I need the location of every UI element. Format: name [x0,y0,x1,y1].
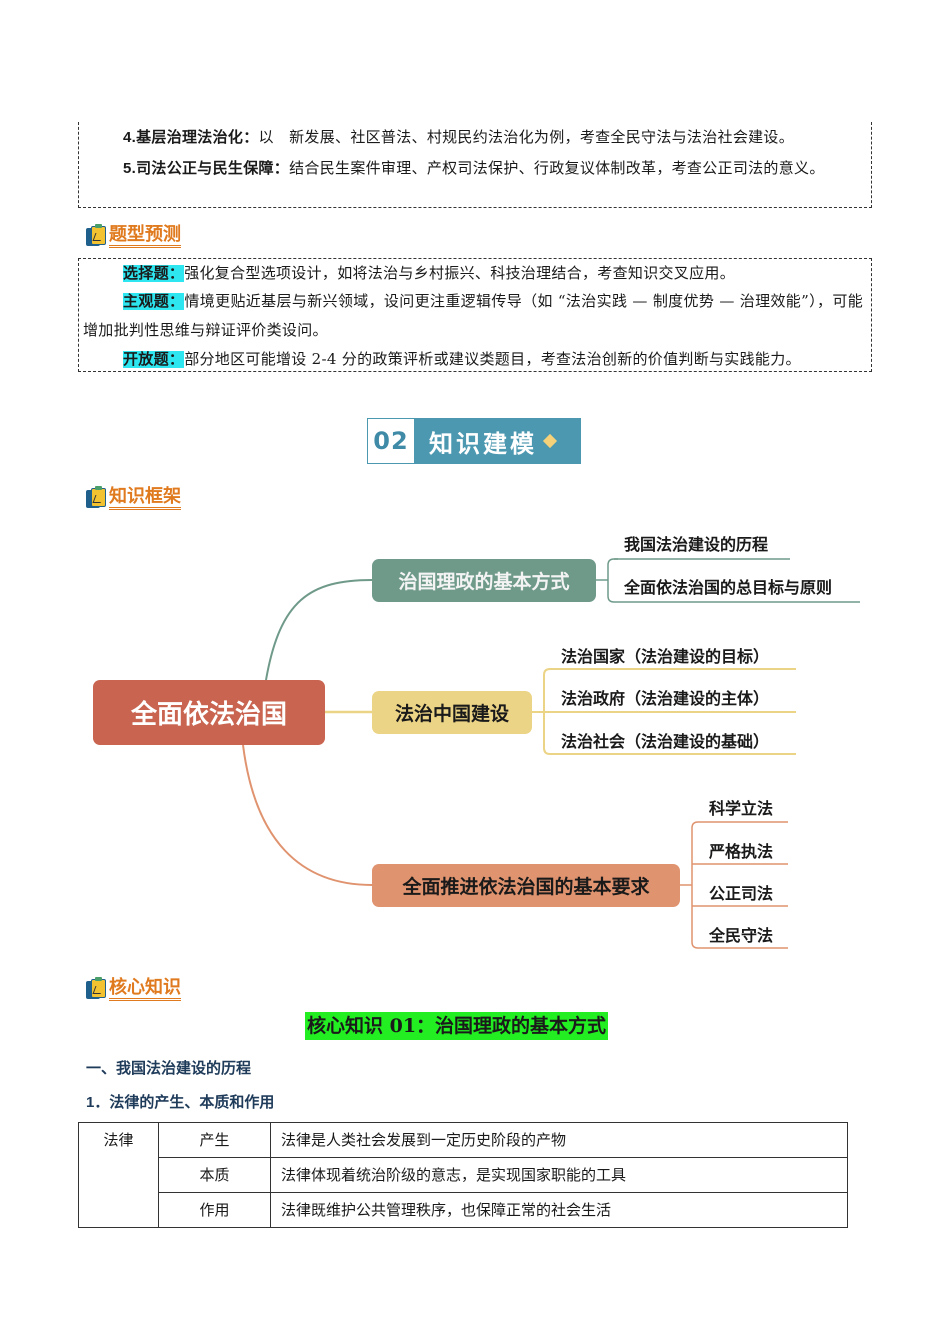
mindmap-leaf: 法治政府（法治建设的主体） [561,689,770,708]
exam-focus-box: 4.基层治理法治化：以 新发展、社区普法、村规民约法治化为例，考查全民守法与法治… [78,122,872,208]
section-title: 知识框架 [109,485,181,510]
mindmap-leaf: 全民守法 [709,926,774,945]
table-row: 作用 法律既维护公共管理秩序，也保障正常的社会生活 [79,1192,848,1228]
section-heading-prediction: 题型预测 [86,220,181,248]
section-title: 核心知识 [109,976,181,1001]
clipboard-icon [86,977,108,1001]
mindmap-leaf: 全面依法治国的总目标与原则 [624,578,833,597]
core-knowledge-heading: 核心知识 01：治国理政的基本方式 [305,1012,609,1040]
mindmap-leaf: 法治国家（法治建设的目标） [561,647,770,666]
mindmap-root: 全面依法治国 [93,680,325,745]
clipboard-icon [86,486,108,510]
prediction-item-subjective: 主观题：情境更贴近基层与新兴领域，设问更注重逻辑传导（如 “法治实践 — 制度优… [83,292,864,339]
mindmap-leaf: 我国法治建设的历程 [624,535,769,554]
mindmap-connectors [242,558,860,949]
prediction-box: 选择题：强化复合型选项设计，如将法治与乡村振兴、科技治理结合，考查知识交叉应用。… [78,258,872,372]
table-desc-cell: 法律体现着统治阶级的意志，是实现国家职能的工具 [270,1157,848,1193]
subheading-2: 1．法律的产生、本质和作用 [86,1094,275,1111]
mindmap-leaf: 法治社会（法治建设的基础） [561,732,770,751]
section-heading-framework: 知识框架 [86,482,181,510]
table-aspect-cell: 产生 [158,1122,271,1158]
section-banner: 02 知识建模 [367,418,581,464]
table-desc-cell: 法律是人类社会发展到一定历史阶段的产物 [270,1122,848,1158]
table-subject-cell: 法律 [78,1122,159,1228]
mindmap-leaf: 公正司法 [709,884,774,903]
section-title: 题型预测 [109,223,181,248]
table-aspect-cell: 本质 [158,1157,271,1193]
table-row: 法律 产生 法律是人类社会发展到一定历史阶段的产物 [78,1122,848,1228]
prediction-item-open: 开放题：部分地区可能增设 2-4 分的政策评析或建议类题目，考查法治创新的价值判… [123,350,801,368]
banner-title-box: 知识建模 [415,418,581,464]
clipboard-icon [86,224,108,248]
table-aspect-cell: 作用 [158,1192,271,1228]
mindmap-leaf: 科学立法 [709,799,774,818]
focus-item-5: 5.司法公正与民生保障：结合民生案件审理、产权司法保护、行政复议体制改革，考查公… [123,159,825,177]
table-desc-cell: 法律既维护公共管理秩序，也保障正常的社会生活 [270,1192,848,1228]
mindmap-branch-rule-of-law-china: 法治中国建设 [372,691,532,734]
mindmap-leaf: 严格执法 [709,842,774,861]
subheading-1: 一、我国法治建设的历程 [86,1060,252,1077]
prediction-item-choice: 选择题：强化复合型选项设计，如将法治与乡村振兴、科技治理结合，考查知识交叉应用。 [123,264,736,282]
banner-number: 02 [367,418,415,464]
banner-title: 知识建模 [429,429,537,458]
mindmap-branch-governance: 治国理政的基本方式 [372,559,596,602]
section-heading-core: 核心知识 [86,973,181,1001]
mindmap-branch-basic-requirements: 全面推进依法治国的基本要求 [372,864,680,907]
focus-item-4: 4.基层治理法治化：以 新发展、社区普法、村规民约法治化为例，考查全民守法与法治… [123,128,795,146]
law-table: 法律 产生 法律是人类社会发展到一定历史阶段的产物 本质 法律体现着统治阶级的意… [78,1122,848,1228]
table-row: 本质 法律体现着统治阶级的意志，是实现国家职能的工具 [79,1157,848,1193]
